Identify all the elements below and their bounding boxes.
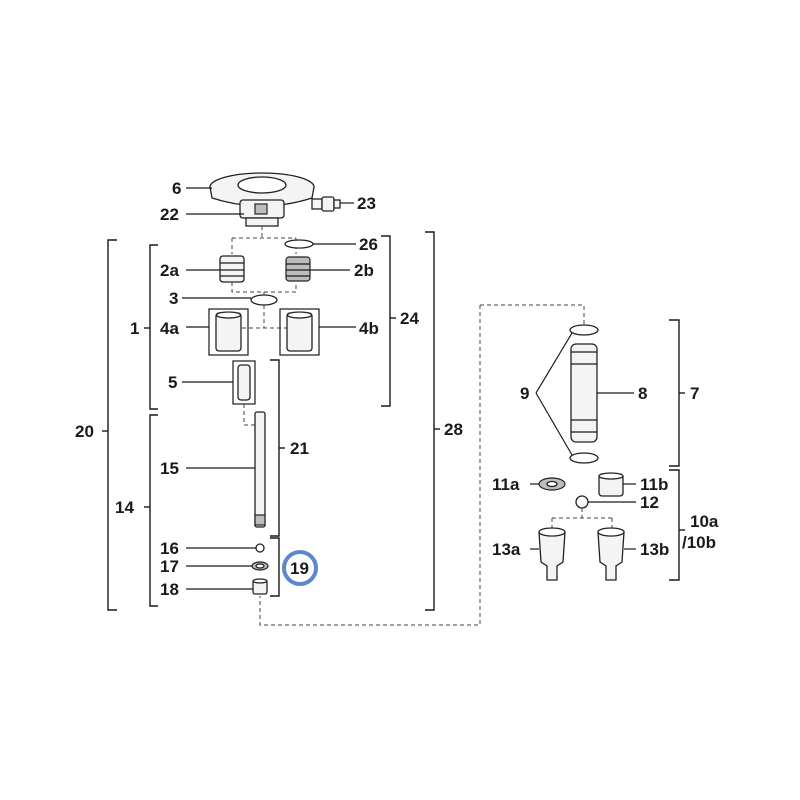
rod-parts: [232, 360, 269, 595]
label-21: 21: [290, 439, 309, 458]
label-4b: 4b: [359, 319, 379, 338]
highlight-circle: [282, 550, 318, 586]
label-7: 7: [690, 384, 699, 403]
label-13a: 13a: [492, 540, 521, 559]
label-12: 12: [640, 493, 659, 512]
label-24: 24: [400, 309, 419, 328]
cap-assembly: [209, 172, 341, 227]
label-14: 14: [115, 498, 134, 517]
label-8: 8: [638, 384, 647, 403]
label-9: 9: [520, 384, 529, 403]
label-10b: /10b: [682, 533, 716, 552]
label-19: 19: [290, 559, 309, 578]
label-6: 6: [172, 179, 181, 198]
upper-parts: [208, 226, 320, 356]
label-26: 26: [359, 235, 378, 254]
label-3: 3: [169, 289, 178, 308]
label-13b: 13b: [640, 540, 669, 559]
label-11b: 11b: [640, 475, 668, 494]
label-10a: 10a: [690, 512, 719, 531]
label-2b: 2b: [354, 261, 374, 280]
label-20: 20: [75, 422, 94, 441]
label-28: 28: [444, 420, 463, 439]
label-22: 22: [160, 205, 179, 224]
leader-lines: [182, 187, 636, 590]
part-labels: 6 22 23 26 2a 2b 3 1 4a 4b 24 5 20 21 28…: [75, 179, 719, 599]
label-18: 18: [160, 580, 179, 599]
label-11a: 11a: [492, 475, 520, 494]
label-2a: 2a: [160, 261, 179, 280]
brackets: [102, 231, 685, 611]
label-5: 5: [168, 373, 177, 392]
label-16: 16: [160, 539, 179, 558]
right-module: [259, 304, 625, 626]
label-1: 1: [130, 319, 139, 338]
label-17: 17: [160, 557, 179, 576]
label-15: 15: [160, 459, 179, 478]
label-4a: 4a: [160, 319, 179, 338]
label-23: 23: [357, 194, 376, 213]
